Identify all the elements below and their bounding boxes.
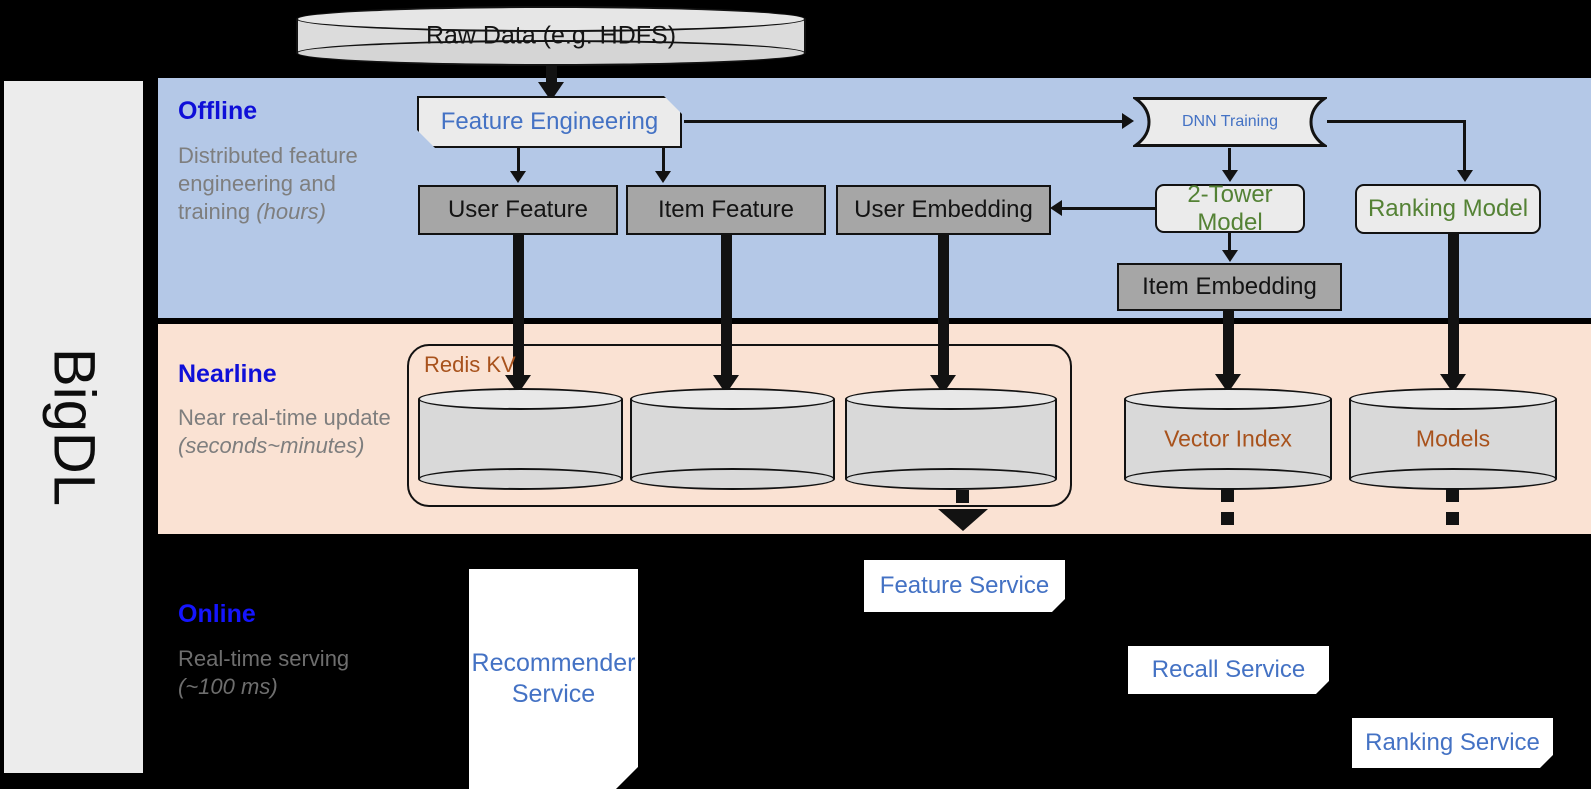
arrow-dnn-to-twotower-line	[1228, 148, 1231, 172]
ranking-service-label: Ranking Service	[1365, 729, 1540, 756]
connector-stub-models-1	[1446, 489, 1459, 502]
arrow-dnn-to-ranking-v	[1463, 120, 1466, 172]
raw-data-label: Raw Data (e.g. HDFS)	[425, 21, 677, 50]
two-tower-model-node[interactable]: 2-Tower Model	[1155, 181, 1305, 236]
feature-service-node[interactable]: Feature Service	[864, 560, 1065, 612]
ranking-service-node[interactable]: Ranking Service	[1352, 718, 1553, 768]
dnn-training-shape	[1133, 97, 1327, 147]
nearline-title: Nearline	[178, 360, 277, 388]
page-fold-shadow-icon	[616, 767, 638, 789]
arrow-fe-to-dnn-line	[684, 120, 1123, 123]
bigdl-label: BigDL	[41, 348, 106, 506]
models-label: Models	[1415, 425, 1491, 452]
connector-stub-vectorindex-1	[1221, 489, 1234, 502]
redis-store-1-cylinder[interactable]	[418, 388, 623, 490]
redis-kv-label: Redis KV	[424, 352, 516, 377]
nearline-subtitle: Near real-time update (seconds~minutes)	[178, 404, 393, 460]
cylinder-body	[845, 399, 1057, 479]
user-embedding-label: User Embedding	[854, 196, 1033, 223]
cylinder-top	[1124, 388, 1332, 410]
arrow-fe-to-itemfeature-line	[662, 148, 665, 173]
cylinder-body	[1124, 399, 1332, 479]
arrow-dnn-to-ranking-head	[1457, 170, 1473, 182]
connector-stub-models-2	[1446, 512, 1459, 525]
feature-engineering-label: Feature Engineering	[440, 108, 659, 135]
arrow-dnn-to-ranking-h	[1327, 120, 1466, 123]
cylinder-bottom	[418, 468, 623, 490]
arrow-dnn-to-twotower-head	[1222, 170, 1238, 182]
arrow-itememb-to-vectorindex-shaft	[1223, 311, 1234, 379]
item-feature-label: Item Feature	[657, 196, 795, 223]
arrow-fe-to-itemfeature-head	[655, 171, 671, 183]
feature-service-label: Feature Service	[879, 572, 1050, 599]
arrow-twotower-to-itememb-line	[1228, 233, 1231, 253]
recall-service-label: Recall Service	[1151, 656, 1306, 683]
user-feature-label: User Feature	[447, 196, 589, 223]
ranking-model-label: Ranking Model	[1367, 195, 1529, 222]
cylinder-body	[630, 399, 835, 479]
cylinder-top	[845, 388, 1057, 410]
arrow-rawdata-to-fe-shaft	[546, 66, 557, 85]
online-subtitle: Real-time serving (~100 ms)	[178, 645, 393, 701]
cylinder-top	[1349, 388, 1557, 410]
online-title: Online	[178, 600, 256, 628]
item-embedding-label: Item Embedding	[1142, 273, 1317, 300]
models-cylinder[interactable]: Models	[1349, 388, 1557, 490]
arrow-twotower-to-userembedding-head	[1050, 200, 1062, 216]
redis-store-3-cylinder[interactable]	[845, 388, 1057, 490]
nearline-subtitle-em: (seconds~minutes)	[178, 433, 365, 459]
user-feature-node[interactable]: User Feature	[418, 185, 618, 235]
cylinder-bottom	[845, 468, 1057, 490]
nearline-subtitle-text: Near real-time update	[178, 405, 391, 430]
arrow-userembedding-to-store-shaft	[938, 235, 949, 380]
arrow-twotower-to-userembedding-line	[1062, 207, 1157, 210]
redis-store-2-cylinder[interactable]	[630, 388, 835, 490]
user-embedding-node[interactable]: User Embedding	[836, 185, 1051, 235]
recommender-service-node[interactable]: Recommender Service	[469, 569, 638, 789]
dnn-training-node[interactable]: DNN Training	[1133, 96, 1327, 148]
arrow-fe-to-userfeature-head	[510, 171, 526, 183]
page-fold-shadow-icon	[1052, 599, 1065, 612]
dnn-training-label: DNN Training	[1181, 113, 1279, 130]
cylinder-top	[418, 388, 623, 410]
cylinder-top	[630, 388, 835, 410]
page-fold-shadow-icon	[1316, 681, 1329, 694]
two-tower-model-label: 2-Tower Model	[1187, 180, 1273, 236]
arrow-userfeature-to-store-shaft	[513, 235, 524, 380]
arrow-twotower-to-itememb-head	[1222, 250, 1238, 262]
feature-engineering-node[interactable]: Feature Engineering	[417, 96, 682, 148]
online-subtitle-text: Real-time serving	[178, 646, 350, 671]
recall-service-node[interactable]: Recall Service	[1128, 646, 1329, 694]
item-embedding-node[interactable]: Item Embedding	[1117, 263, 1342, 311]
recommender-service-label: Recommender Service	[471, 648, 636, 708]
cylinder-bottom	[296, 40, 806, 66]
vector-index-cylinder[interactable]: Vector Index	[1124, 388, 1332, 490]
arrow-redis-to-featureservice-head	[938, 509, 988, 531]
arrow-redis-to-featureservice-stub	[956, 490, 969, 503]
cylinder-bottom	[630, 468, 835, 490]
arrow-fe-to-dnn-head	[1122, 113, 1134, 129]
cylinder-body	[418, 399, 623, 479]
offline-subtitle-text: Distributed feature engineering and trai…	[178, 143, 358, 225]
bigdl-sidebar: BigDL	[4, 81, 143, 773]
vector-index-label: Vector Index	[1164, 425, 1292, 452]
ranking-model-node[interactable]: Ranking Model	[1355, 184, 1541, 234]
item-feature-node[interactable]: Item Feature	[626, 185, 826, 235]
page-fold-shadow-icon	[1540, 755, 1553, 768]
raw-data-cylinder: Raw Data (e.g. HDFS)	[296, 6, 806, 66]
arrow-itemfeature-to-store-shaft	[721, 235, 732, 380]
arrow-rankingmodel-to-models-shaft	[1448, 234, 1459, 379]
cylinder-bottom	[1349, 468, 1557, 490]
cylinder-body	[1349, 399, 1557, 479]
cylinder-bottom	[1124, 468, 1332, 490]
offline-subtitle: Distributed feature engineering and trai…	[178, 142, 393, 226]
offline-title: Offline	[178, 97, 258, 125]
redis-kv-container	[407, 344, 1072, 507]
cylinder-top	[296, 6, 806, 32]
arrow-fe-to-userfeature-line	[517, 148, 520, 173]
online-subtitle-em: (~100 ms)	[178, 674, 278, 700]
offline-subtitle-em: (hours)	[256, 199, 326, 225]
connector-stub-vectorindex-2	[1221, 512, 1234, 525]
